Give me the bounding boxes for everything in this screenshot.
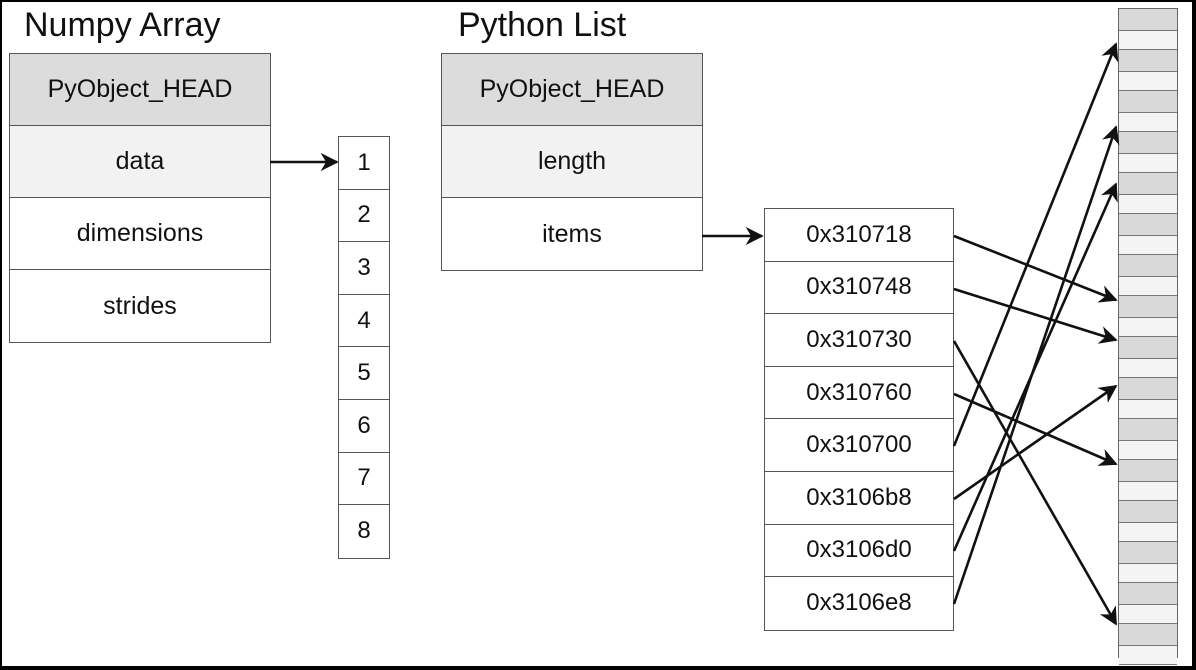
address-cell: 0x310718 — [765, 209, 953, 262]
pyobject-value-block — [1119, 359, 1177, 378]
list-field-items: items — [442, 198, 702, 270]
numpy-array-struct: PyObject_HEAD data dimensions strides — [9, 53, 271, 343]
numpy-field-pyobject-head: PyObject_HEAD — [10, 54, 270, 126]
value-cell: 1 — [339, 137, 389, 190]
value-cell: 4 — [339, 295, 389, 348]
pyobject-block — [1119, 337, 1177, 359]
address-cell: 0x3106b8 — [765, 472, 953, 525]
address-cell: 0x3106d0 — [765, 525, 953, 578]
value-cell: 8 — [357, 517, 371, 545]
numpy-field-dimensions: dimensions — [10, 198, 270, 270]
address-pointer-arrow — [952, 125, 1120, 605]
pyobject-value-block — [1119, 646, 1177, 665]
pyobject-value-block — [1119, 400, 1177, 419]
value-cell: 5 — [339, 347, 389, 400]
pyobject-block — [1119, 296, 1177, 318]
address-pointer-arrow — [953, 287, 1118, 344]
pyobject-block — [1119, 50, 1177, 72]
numpy-values-column: 1 2 3 4 5 6 7 8 — [338, 136, 390, 559]
pyobject-value-block — [1119, 523, 1177, 542]
pyobject-block — [1119, 91, 1177, 113]
pyobject-block — [1119, 173, 1177, 195]
value-cell: 6 — [339, 400, 389, 453]
value-cell: 3 — [339, 242, 389, 295]
pyobject-block — [1119, 214, 1177, 236]
address-cell: 0x310748 — [765, 262, 953, 315]
address-pointer-arrow — [952, 42, 1119, 447]
pyobject-block — [1119, 378, 1177, 400]
address-pointer-arrow — [952, 340, 1118, 626]
address-column: 0x310718 0x310748 0x310730 0x310760 0x31… — [764, 208, 954, 631]
value-cell: 2 — [339, 190, 389, 243]
address-cell: 0x3106e8 — [806, 589, 912, 617]
pyobject-block — [1119, 419, 1177, 441]
address-pointer-arrow — [952, 182, 1118, 552]
pyobject-value-block — [1119, 154, 1177, 173]
pyobject-block — [1119, 255, 1177, 277]
address-cell: 0x310700 — [765, 419, 953, 472]
address-pointer-arrow — [953, 392, 1118, 466]
pyobject-block — [1119, 542, 1177, 564]
value-cell: 7 — [339, 453, 389, 506]
pyobject-value-block — [1119, 236, 1177, 255]
numpy-array-title: Numpy Array — [24, 6, 221, 44]
pyobject-block — [1119, 624, 1177, 646]
python-objects-memory-column — [1118, 8, 1178, 665]
pyobject-block — [1119, 9, 1177, 31]
numpy-field-strides: strides — [10, 270, 270, 342]
pyobject-value-block — [1119, 482, 1177, 501]
pyobject-value-block — [1119, 113, 1177, 132]
pyobject-block — [1119, 501, 1177, 523]
pyobject-value-block — [1119, 72, 1177, 91]
python-list-struct: PyObject_HEAD length items — [441, 53, 703, 271]
python-list-title: Python List — [458, 6, 627, 44]
pyobject-block — [1119, 132, 1177, 154]
pyobject-value-block — [1119, 31, 1177, 50]
pyobject-value-block — [1119, 318, 1177, 337]
address-cell: 0x310730 — [765, 314, 953, 367]
pyobject-value-block — [1119, 605, 1177, 624]
pyobject-value-block — [1119, 564, 1177, 583]
numpy-field-data: data — [10, 126, 270, 198]
address-pointer-arrow — [953, 234, 1118, 303]
pyobject-block — [1119, 583, 1177, 605]
pyobject-value-block — [1119, 195, 1177, 214]
list-field-length: length — [442, 126, 702, 198]
list-field-pyobject-head: PyObject_HEAD — [442, 54, 702, 126]
pyobject-value-block — [1119, 277, 1177, 296]
address-cell: 0x310760 — [765, 367, 953, 420]
pyobject-block — [1119, 460, 1177, 482]
pyobject-value-block — [1119, 441, 1177, 460]
address-pointer-arrow — [953, 384, 1118, 501]
